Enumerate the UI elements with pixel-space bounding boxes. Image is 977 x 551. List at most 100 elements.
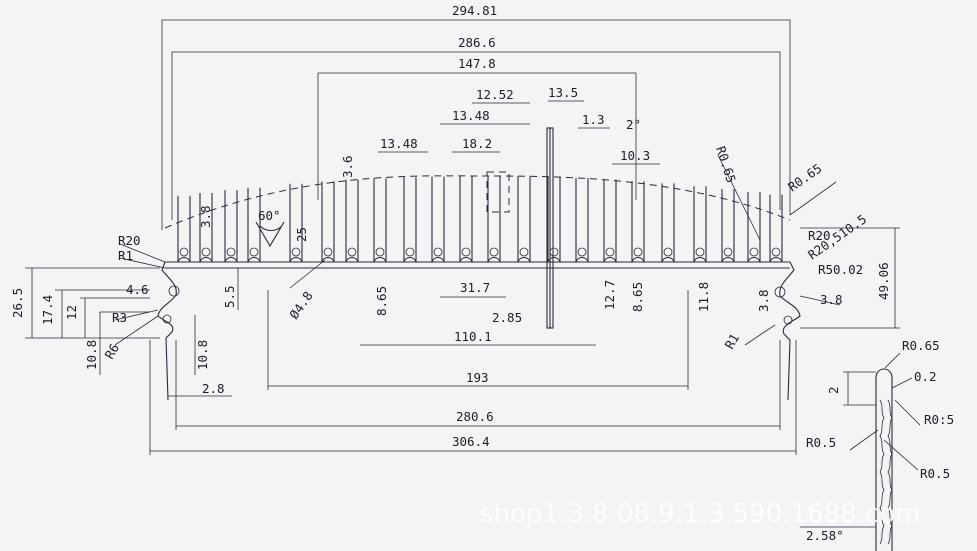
fin-root-hole [549, 247, 559, 257]
dim-3-8-right: 3.8 [820, 292, 843, 307]
dim-2-deg: 2° [626, 117, 641, 132]
fin-root-hole [347, 247, 357, 257]
fin-root-hole [489, 247, 499, 257]
dim-193: 193 [466, 370, 489, 385]
dim-110-1: 110.1 [454, 329, 492, 344]
fin-outline [603, 179, 617, 263]
dim-12-7: 12.7 [602, 280, 617, 310]
dim-r20-left: R20 [118, 233, 141, 248]
dimension-lines [25, 19, 900, 455]
fin-root-hole [179, 247, 189, 257]
fin-root-hole [771, 247, 781, 257]
dim-5-5: 5.5 [222, 285, 237, 308]
fin-outline [177, 195, 191, 263]
dim-8-65-a: 8.65 [374, 286, 389, 316]
detail-angle: 2.58° [806, 528, 844, 543]
center-slot [486, 171, 510, 213]
dim-10-8-a: 10.8 [84, 340, 99, 370]
dim-147-8: 147.8 [458, 56, 496, 71]
fin-outline [631, 181, 645, 263]
dim-3-6: 3.6 [340, 155, 355, 178]
fin-root-hole [749, 247, 759, 257]
dim-r0-65-a: R0.65 [713, 144, 739, 184]
dim-12: 12 [64, 305, 79, 320]
dim-13-5: 13.5 [548, 85, 578, 100]
fin-outline [487, 176, 501, 263]
fin-root-hole [323, 247, 333, 257]
fin-root-hole [433, 247, 443, 257]
dim-286-6: 286.6 [458, 35, 496, 50]
dim-17-4: 17.4 [40, 295, 55, 325]
watermark: shop1.3.8 08.9.1.3.590.1688.com [480, 499, 920, 529]
fin-outline [575, 178, 589, 263]
dim-2-85: 2.85 [492, 310, 522, 325]
dim-25: 25 [294, 227, 309, 242]
dim-r3: R3 [112, 310, 127, 325]
fin-outline [459, 176, 473, 263]
dim-18-2: 18.2 [462, 136, 492, 151]
fin-root-hole [605, 247, 615, 257]
fin-root-hole [405, 247, 415, 257]
detail-r0-65: R0.65 [902, 338, 940, 353]
fin-outline [289, 183, 303, 263]
detail-r0-5-a: R0:5 [924, 412, 954, 427]
dim-294-81: 294.81 [452, 3, 497, 18]
detail-2: 2 [826, 386, 841, 394]
fin-tip-arc [164, 175, 791, 229]
fin-root-hole [723, 247, 733, 257]
fin-root-hole [291, 247, 301, 257]
fin-outline [431, 176, 445, 263]
fin-outline [661, 183, 675, 263]
fin-root-hole [633, 247, 643, 257]
fins [177, 176, 783, 263]
dim-4-6: 4.6 [126, 282, 149, 297]
dim-3-8-b: 3.8 [756, 289, 771, 312]
detail-view [800, 352, 921, 551]
v-groove [255, 221, 285, 248]
dim-r20-right: R20 [808, 228, 831, 243]
fin-outline [247, 187, 261, 263]
detail-labels: R0.65 0.2 R0:5 R0.5 R0.5 2 2.58° [806, 338, 954, 543]
dim-13-48-top: 13.48 [452, 108, 490, 123]
fin-root-hole [695, 247, 705, 257]
fin-root-hole [375, 247, 385, 257]
dim-60-deg: 60° [258, 208, 281, 223]
fin-outline [747, 192, 761, 263]
fin-outline [199, 193, 213, 263]
base-plate [157, 261, 801, 401]
dim-8-65-b: 8.65 [630, 282, 645, 312]
fin-outline [321, 181, 335, 263]
dim-1-3: 1.3 [582, 112, 605, 127]
fin-root-hole [226, 247, 236, 257]
detail-r0-5-c: R0.5 [920, 466, 950, 481]
dim-12-52: 12.52 [476, 87, 514, 102]
dim-10-3: 10.3 [620, 148, 650, 163]
fin-root-hole [461, 247, 471, 257]
fin-outline [769, 194, 783, 263]
fin-outline [547, 177, 561, 263]
fin-root-hole [201, 247, 211, 257]
fin-root-hole [249, 247, 259, 257]
dim-11-8: 11.8 [696, 282, 711, 312]
dim-31-7: 31.7 [460, 280, 490, 295]
fin-root-hole [577, 247, 587, 257]
fin-outline [517, 176, 531, 263]
fin-root-hole [663, 247, 673, 257]
fin-outline [373, 178, 387, 263]
dim-r1-right: R1 [722, 331, 743, 352]
dimension-labels: 294.81 286.6 147.8 12.52 13.5 13.48 1.3 … [10, 3, 891, 449]
dim-r6: R6 [102, 341, 123, 362]
fin-outline [693, 186, 707, 263]
dim-280-6: 280.6 [456, 409, 494, 424]
dim-49-06: 49.06 [876, 262, 891, 300]
dim-3-8-left: 3.8 [198, 205, 213, 228]
dim-10-8-b: 10.8 [195, 340, 210, 370]
dim-r50-02: R50.02 [818, 262, 863, 277]
dim-306-4: 306.4 [452, 434, 490, 449]
dim-r1-left: R1 [118, 248, 133, 263]
dim-r0-65-b: R0.65 [785, 161, 824, 195]
dim-2-8: 2.8 [202, 381, 225, 396]
detail-r0-5-b: R0.5 [806, 435, 836, 450]
fin-outline [403, 177, 417, 263]
dim-13-48: 13.48 [380, 136, 418, 151]
